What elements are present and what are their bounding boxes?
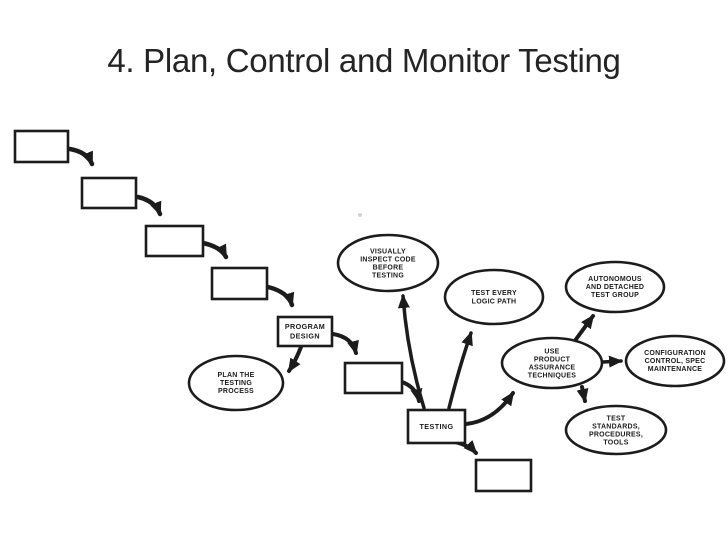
autonomous-label-line2: AND DETACHED: [586, 284, 644, 291]
arrow-use-product-test-standards: [576, 385, 589, 403]
visually-label-line4: TESTING: [372, 273, 404, 280]
test-every-label-line2: LOGIC PATH: [472, 299, 517, 306]
testing-box: TESTING: [406, 408, 467, 445]
phase-boxes: [13, 129, 533, 493]
arrow-phase4-program-design: [265, 284, 295, 308]
plan-label-line2: TESTING: [220, 380, 252, 387]
autonomous-test-group-ellipse: AUTONOMOUS AND DETACHED TEST GROUP: [564, 260, 666, 314]
phase-box-3: [144, 224, 205, 258]
test-standards-label-line2: STANDARDS,: [592, 424, 640, 431]
arrow-program-design-coding: [331, 332, 359, 355]
configuration-label-line3: MAINTENANCE: [648, 366, 703, 373]
followon-box: [474, 458, 533, 493]
arrow-program-design-plan: [287, 345, 303, 373]
arrow-coding-testing: [400, 380, 423, 403]
arrow-testing-test-every: [447, 331, 473, 410]
phase-box-1: [13, 129, 70, 164]
visually-inspect-ellipse: VISUALLY INSPECT CODE BEFORE TESTING: [336, 233, 440, 293]
arrow-testing-visually: [397, 294, 426, 410]
test-every-label-line1: TEST EVERY: [471, 290, 517, 297]
visually-label-line1: VISUALLY: [370, 249, 406, 256]
plan-label-line3: PROCESS: [218, 388, 254, 395]
test-standards-label-line1: TEST: [607, 416, 626, 423]
configuration-label-line2: CONTROL, SPEC: [645, 358, 706, 365]
test-every-logic-path-ellipse: TEST EVERY LOGIC PATH: [443, 268, 545, 326]
program-design-label-line1: PROGRAM: [285, 322, 325, 331]
coding-box: [343, 361, 404, 395]
test-standards-label-line3: PROCEDURES,: [589, 432, 643, 439]
arrow-phase3-phase4: [200, 240, 229, 260]
use-product-label-line2: PRODUCT: [534, 357, 571, 364]
program-design-label-line2: DESIGN: [290, 332, 320, 341]
arrow-use-product-autonomous: [572, 314, 595, 344]
use-product-label-line3: ASSURANCE: [529, 365, 576, 372]
configuration-control-ellipse: CONFIGURATION CONTROL, SPEC MAINTENANCE: [624, 334, 726, 388]
plan-testing-process-ellipse: PLAN THE TESTING PROCESS: [187, 354, 285, 412]
testing-label: TESTING: [420, 422, 454, 431]
autonomous-label-line3: TEST GROUP: [591, 292, 639, 299]
use-product-label-line4: TECHNIQUES: [528, 373, 576, 380]
arrow-phase2-phase3: [135, 194, 163, 217]
slide-title: 4. Plan, Control and Monitor Testing: [107, 42, 621, 79]
arrow-testing-use-product: [464, 391, 515, 426]
test-standards-ellipse: TEST STANDARDS, PROCEDURES, TOOLS: [564, 404, 668, 456]
visually-label-line2: INSPECT CODE: [360, 257, 416, 264]
program-design-box: PROGRAM DESIGN: [276, 315, 334, 348]
phase-box-4: [210, 266, 269, 301]
arrows: [67, 146, 623, 455]
arrow-use-product-configuration: [601, 355, 623, 368]
use-product-label-line1: USE: [544, 349, 559, 356]
plan-label-line1: PLAN THE: [218, 372, 255, 379]
test-standards-label-line4: TOOLS: [603, 440, 628, 447]
configuration-label-line1: CONFIGURATION: [644, 350, 706, 357]
autonomous-label-line1: AUTONOMOUS: [588, 276, 642, 283]
phase-box-2: [80, 176, 138, 210]
visually-label-line3: BEFORE: [373, 265, 404, 272]
scan-speck: [358, 213, 362, 217]
arrow-phase1-phase2: [67, 146, 95, 167]
use-product-assurance-ellipse: USE PRODUCT ASSURANCE TECHNIQUES: [500, 336, 604, 390]
